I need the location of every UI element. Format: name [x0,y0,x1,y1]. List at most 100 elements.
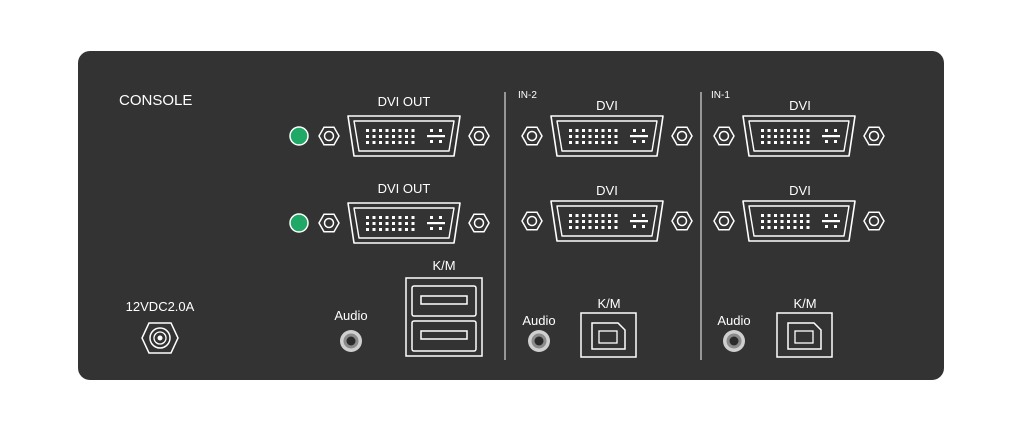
dvi-pin [569,129,572,132]
dvi-shell-inner [353,120,455,152]
dvi-pin [793,226,797,229]
dvi-pin [774,214,777,217]
dvi-pin [774,135,777,138]
console-audio-jack[interactable] [340,330,362,352]
dvi-shell-inner [748,205,850,237]
dvi-pin [588,220,592,223]
screw-hole [868,215,880,227]
in1-title: IN-1 [711,90,730,101]
dvi-pin [379,141,382,144]
screw-hole [526,130,538,142]
dvi-analog-pin [430,227,433,230]
dvi-pin [780,226,784,229]
dvi-pin [582,214,585,217]
dvi-pin [575,214,579,217]
screw-hole [323,130,335,142]
dvi-pin [806,135,810,138]
dvi-pin [761,141,764,144]
dvi-pin [392,216,395,219]
screw-hex [468,126,490,146]
console-dvi-out-1-label: DVI OUT [378,94,431,109]
device-panel [78,51,944,380]
dvi-pin [575,135,579,138]
dvi-pin [582,220,585,223]
dvi-pin [595,214,598,217]
dvi-pin [569,214,572,217]
dvi-pin [601,135,605,138]
dvi-pin [588,214,592,217]
screw-hex [863,126,885,146]
console-dvi-out-2-port[interactable] [318,202,490,244]
dvi-pin [405,222,408,225]
in2-dvi-2-port[interactable] [521,200,693,242]
power-label: 12VDC2.0A [126,299,195,314]
usb-a-port-2[interactable] [411,320,477,352]
usb-a-port-1[interactable] [411,285,477,317]
dvi-pin [601,226,605,229]
dvi-pin [372,228,376,231]
dvi-shell [550,200,664,242]
dvi-pin [582,129,585,132]
dvi-pin [411,228,415,231]
console-dvi-out-1-port[interactable] [318,115,490,157]
dvi-pin [398,129,402,132]
in1-km-usb-b-port[interactable] [776,312,833,358]
dvi-pin [761,135,764,138]
dvi-pin [800,129,803,132]
dvi-pin [372,135,376,138]
in2-audio-jack[interactable] [528,330,550,352]
dvi-pin [379,216,382,219]
dvi-pin [767,129,771,132]
dvi-pin [392,222,395,225]
in1-dvi-2-port[interactable] [713,200,885,242]
dvi-pin [379,135,382,138]
screw-hex [671,126,693,146]
dvi-pin [767,141,771,144]
in1-dvi-1-port[interactable] [713,115,885,157]
dvi-pin [793,129,797,132]
in2-dvi-1-port[interactable] [521,115,693,157]
dvi-pin [398,135,402,138]
dvi-pin [608,141,611,144]
dvi-pin [366,141,369,144]
dvi-pin [787,226,790,229]
screw-hole [323,217,335,229]
in1-audio-label: Audio [717,313,750,328]
dvi-pin [379,228,382,231]
dvi-pin [793,214,797,217]
dvi-pin [372,222,376,225]
screw-hole [676,215,688,227]
dvi-pin [366,216,369,219]
dvi-analog-pin [633,225,636,228]
dvi-pin [569,135,572,138]
screw-hex [468,213,490,233]
dvi-pin [614,226,618,229]
screw-hex [318,213,340,233]
in1-audio-jack[interactable] [723,330,745,352]
dvi-pin [379,222,382,225]
dvi-shell-inner [353,207,455,239]
dc-power-jack[interactable] [141,322,179,354]
dvi-pin [806,129,810,132]
dvi-pin [405,228,408,231]
dvi-pin [601,141,605,144]
dvi-pin [614,129,618,132]
dvi-pin [601,129,605,132]
in2-title: IN-2 [518,90,537,101]
dvi-pin [614,214,618,217]
dvi-pin [780,141,784,144]
dvi-pin [411,216,415,219]
dvi-pin [806,141,810,144]
screw-hex [713,211,735,231]
dvi-pin [411,135,415,138]
dvi-analog-pin [439,227,442,230]
dvi-pin [575,220,579,223]
dvi-pin [767,220,771,223]
console-km-usb-a-ports[interactable] [405,277,483,357]
dvi-pin [366,228,369,231]
dvi-pin [774,141,777,144]
in2-km-usb-b-port[interactable] [580,312,637,358]
dvi-analog-pin [430,129,433,132]
in1-km-label: K/M [793,296,816,311]
dvi-shell [742,115,856,157]
